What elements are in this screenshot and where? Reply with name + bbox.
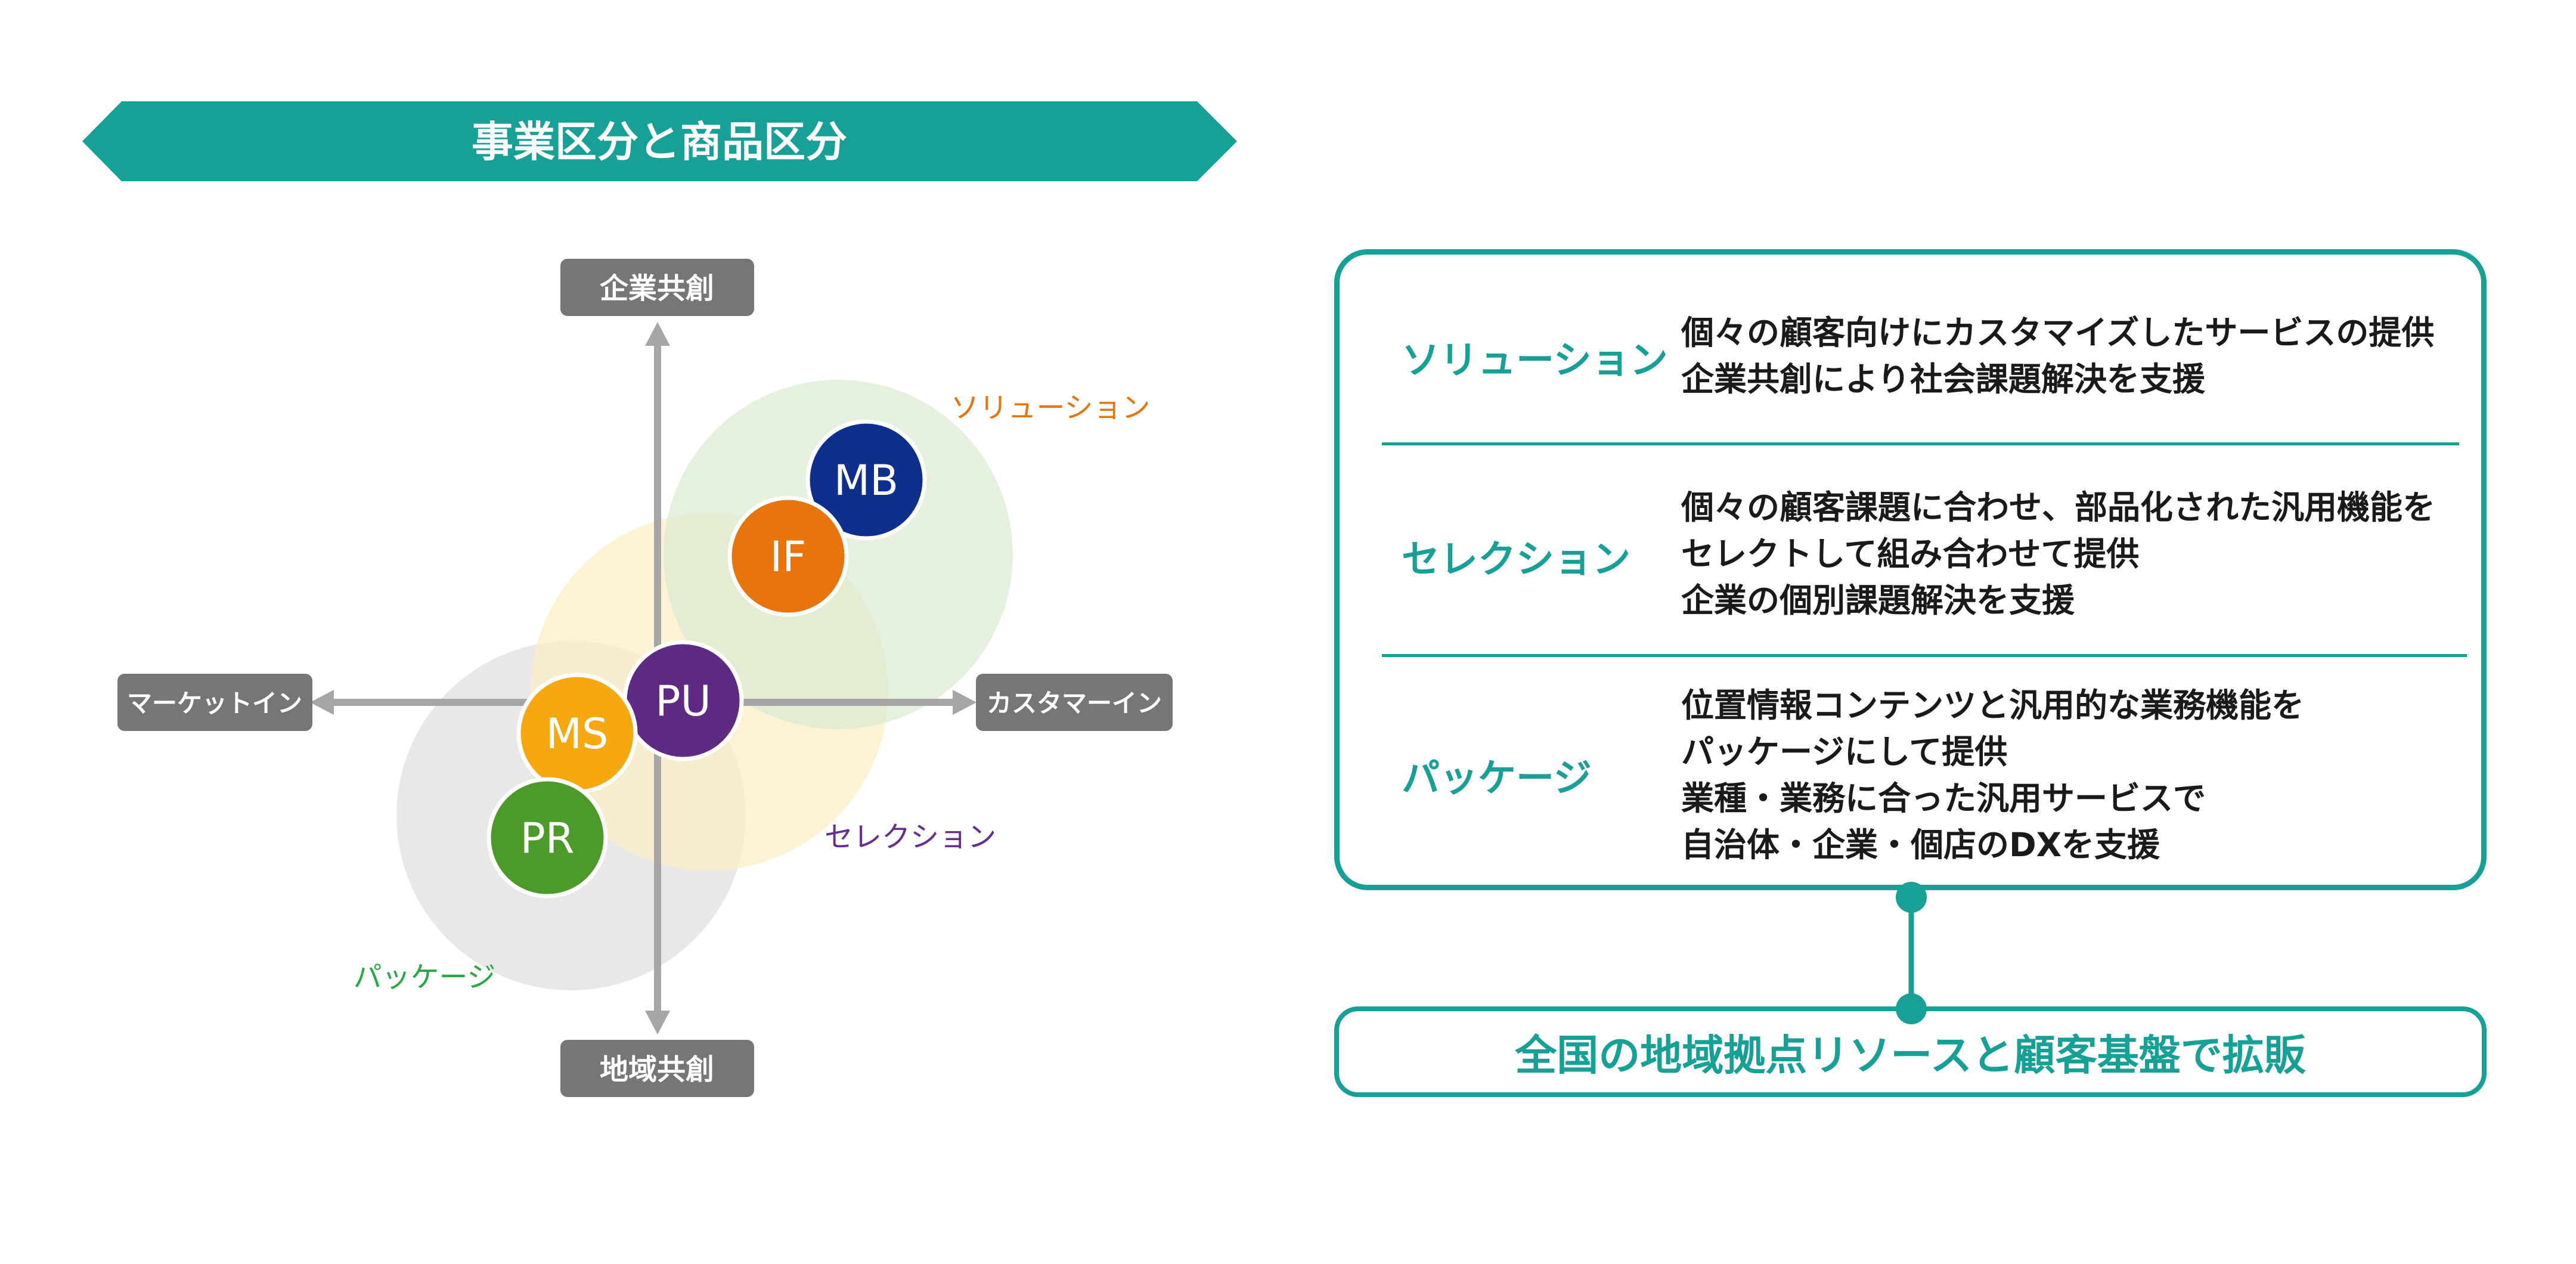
row-package: パッケージ 位置情報コンテンツと汎用的な業務機能を パッケージにして提供 業種・… xyxy=(1340,657,2481,884)
product-if-code: IF xyxy=(770,532,807,581)
row-solution-line-2: 企業共創により社会課題解決を支援 xyxy=(1681,360,2205,398)
group-label-solution: ソリューション xyxy=(950,391,1150,425)
category-panel: ソリューション 個々の顧客向けにカスタマイズしたサービスの提供 企業共創により社… xyxy=(1334,249,2487,890)
axis-top-box xyxy=(560,259,754,316)
row-solution: ソリューション 個々の顧客向けにカスタマイズしたサービスの提供 企業共創により社… xyxy=(1340,255,2481,442)
row-package-line-1: 位置情報コンテンツと汎用的な業務機能を xyxy=(1681,686,2305,724)
divider-2 xyxy=(1382,654,2467,657)
product-mb-code: MB xyxy=(834,456,898,505)
product-mb: MB xyxy=(805,419,927,541)
row-package-name: パッケージ xyxy=(1402,757,1592,801)
axis-left-label: マーケットイン xyxy=(127,689,302,718)
arrow-down xyxy=(645,1011,670,1034)
divider-1 xyxy=(1382,442,2459,445)
row-package-line-2: パッケージにして提供 xyxy=(1681,733,2008,771)
axis-bottom-box xyxy=(560,1040,754,1097)
product-pu: PU xyxy=(622,640,744,761)
header-title: 事業区分と商品区分 xyxy=(472,117,847,166)
product-if: IF xyxy=(727,495,849,617)
axis-bottom-label: 地域共創 xyxy=(600,1053,714,1086)
product-ms: MS xyxy=(516,673,638,794)
group-label-package: パッケージ xyxy=(353,961,495,994)
row-package-line-4: 自治体・企業・個店のDXを支援 xyxy=(1681,826,2160,864)
product-pr-code: PR xyxy=(520,814,575,863)
arrow-right xyxy=(953,690,977,715)
arrow-left xyxy=(310,690,334,715)
row-package-line-3: 業種・業務に合った汎用サービスで xyxy=(1681,779,2206,817)
product-pu-code: PU xyxy=(655,677,711,726)
row-selection-line-2: セレクトして組み合わせて提供 xyxy=(1681,535,2140,573)
product-ms-code: MS xyxy=(546,710,609,758)
row-selection-line-1: 個々の顧客課題に合わせ、部品化された汎用機能を xyxy=(1681,488,2436,526)
row-selection-name: セレクション xyxy=(1402,538,1630,582)
row-selection: セレクション 個々の顧客課題に合わせ、部品化された汎用機能を セレクトして組み合… xyxy=(1340,445,2481,654)
sales-footer-box: 全国の地域拠点リソースと顧客基盤で拡販 xyxy=(1334,1006,2487,1097)
group-label-selection: セレクション xyxy=(824,820,996,854)
axis-right-box xyxy=(976,674,1173,731)
header-banner xyxy=(82,101,1237,181)
product-pr: PR xyxy=(486,777,608,899)
row-selection-desc: 個々の顧客課題に合わせ、部品化された汎用機能を セレクトして組み合わせて提供 企… xyxy=(1681,484,2435,624)
row-solution-desc: 個々の顧客向けにカスタマイズしたサービスの提供 企業共創により社会課題解決を支援 xyxy=(1681,309,2434,402)
axis-left-box xyxy=(117,674,312,731)
row-solution-name: ソリューション xyxy=(1402,339,1668,383)
row-solution-line-1: 個々の顧客向けにカスタマイズしたサービスの提供 xyxy=(1681,314,2435,352)
arrow-up xyxy=(645,322,670,346)
row-selection-line-3: 企業の個別課題解決を支援 xyxy=(1681,581,2075,619)
axis-top-label: 企業共創 xyxy=(600,272,714,305)
sales-footer-text: 全国の地域拠点リソースと顧客基盤で拡販 xyxy=(1515,1030,2306,1080)
axis-right-label: カスタマーイン xyxy=(987,689,1162,718)
row-package-desc: 位置情報コンテンツと汎用的な業務機能を パッケージにして提供 業種・業務に合った… xyxy=(1681,682,2304,868)
